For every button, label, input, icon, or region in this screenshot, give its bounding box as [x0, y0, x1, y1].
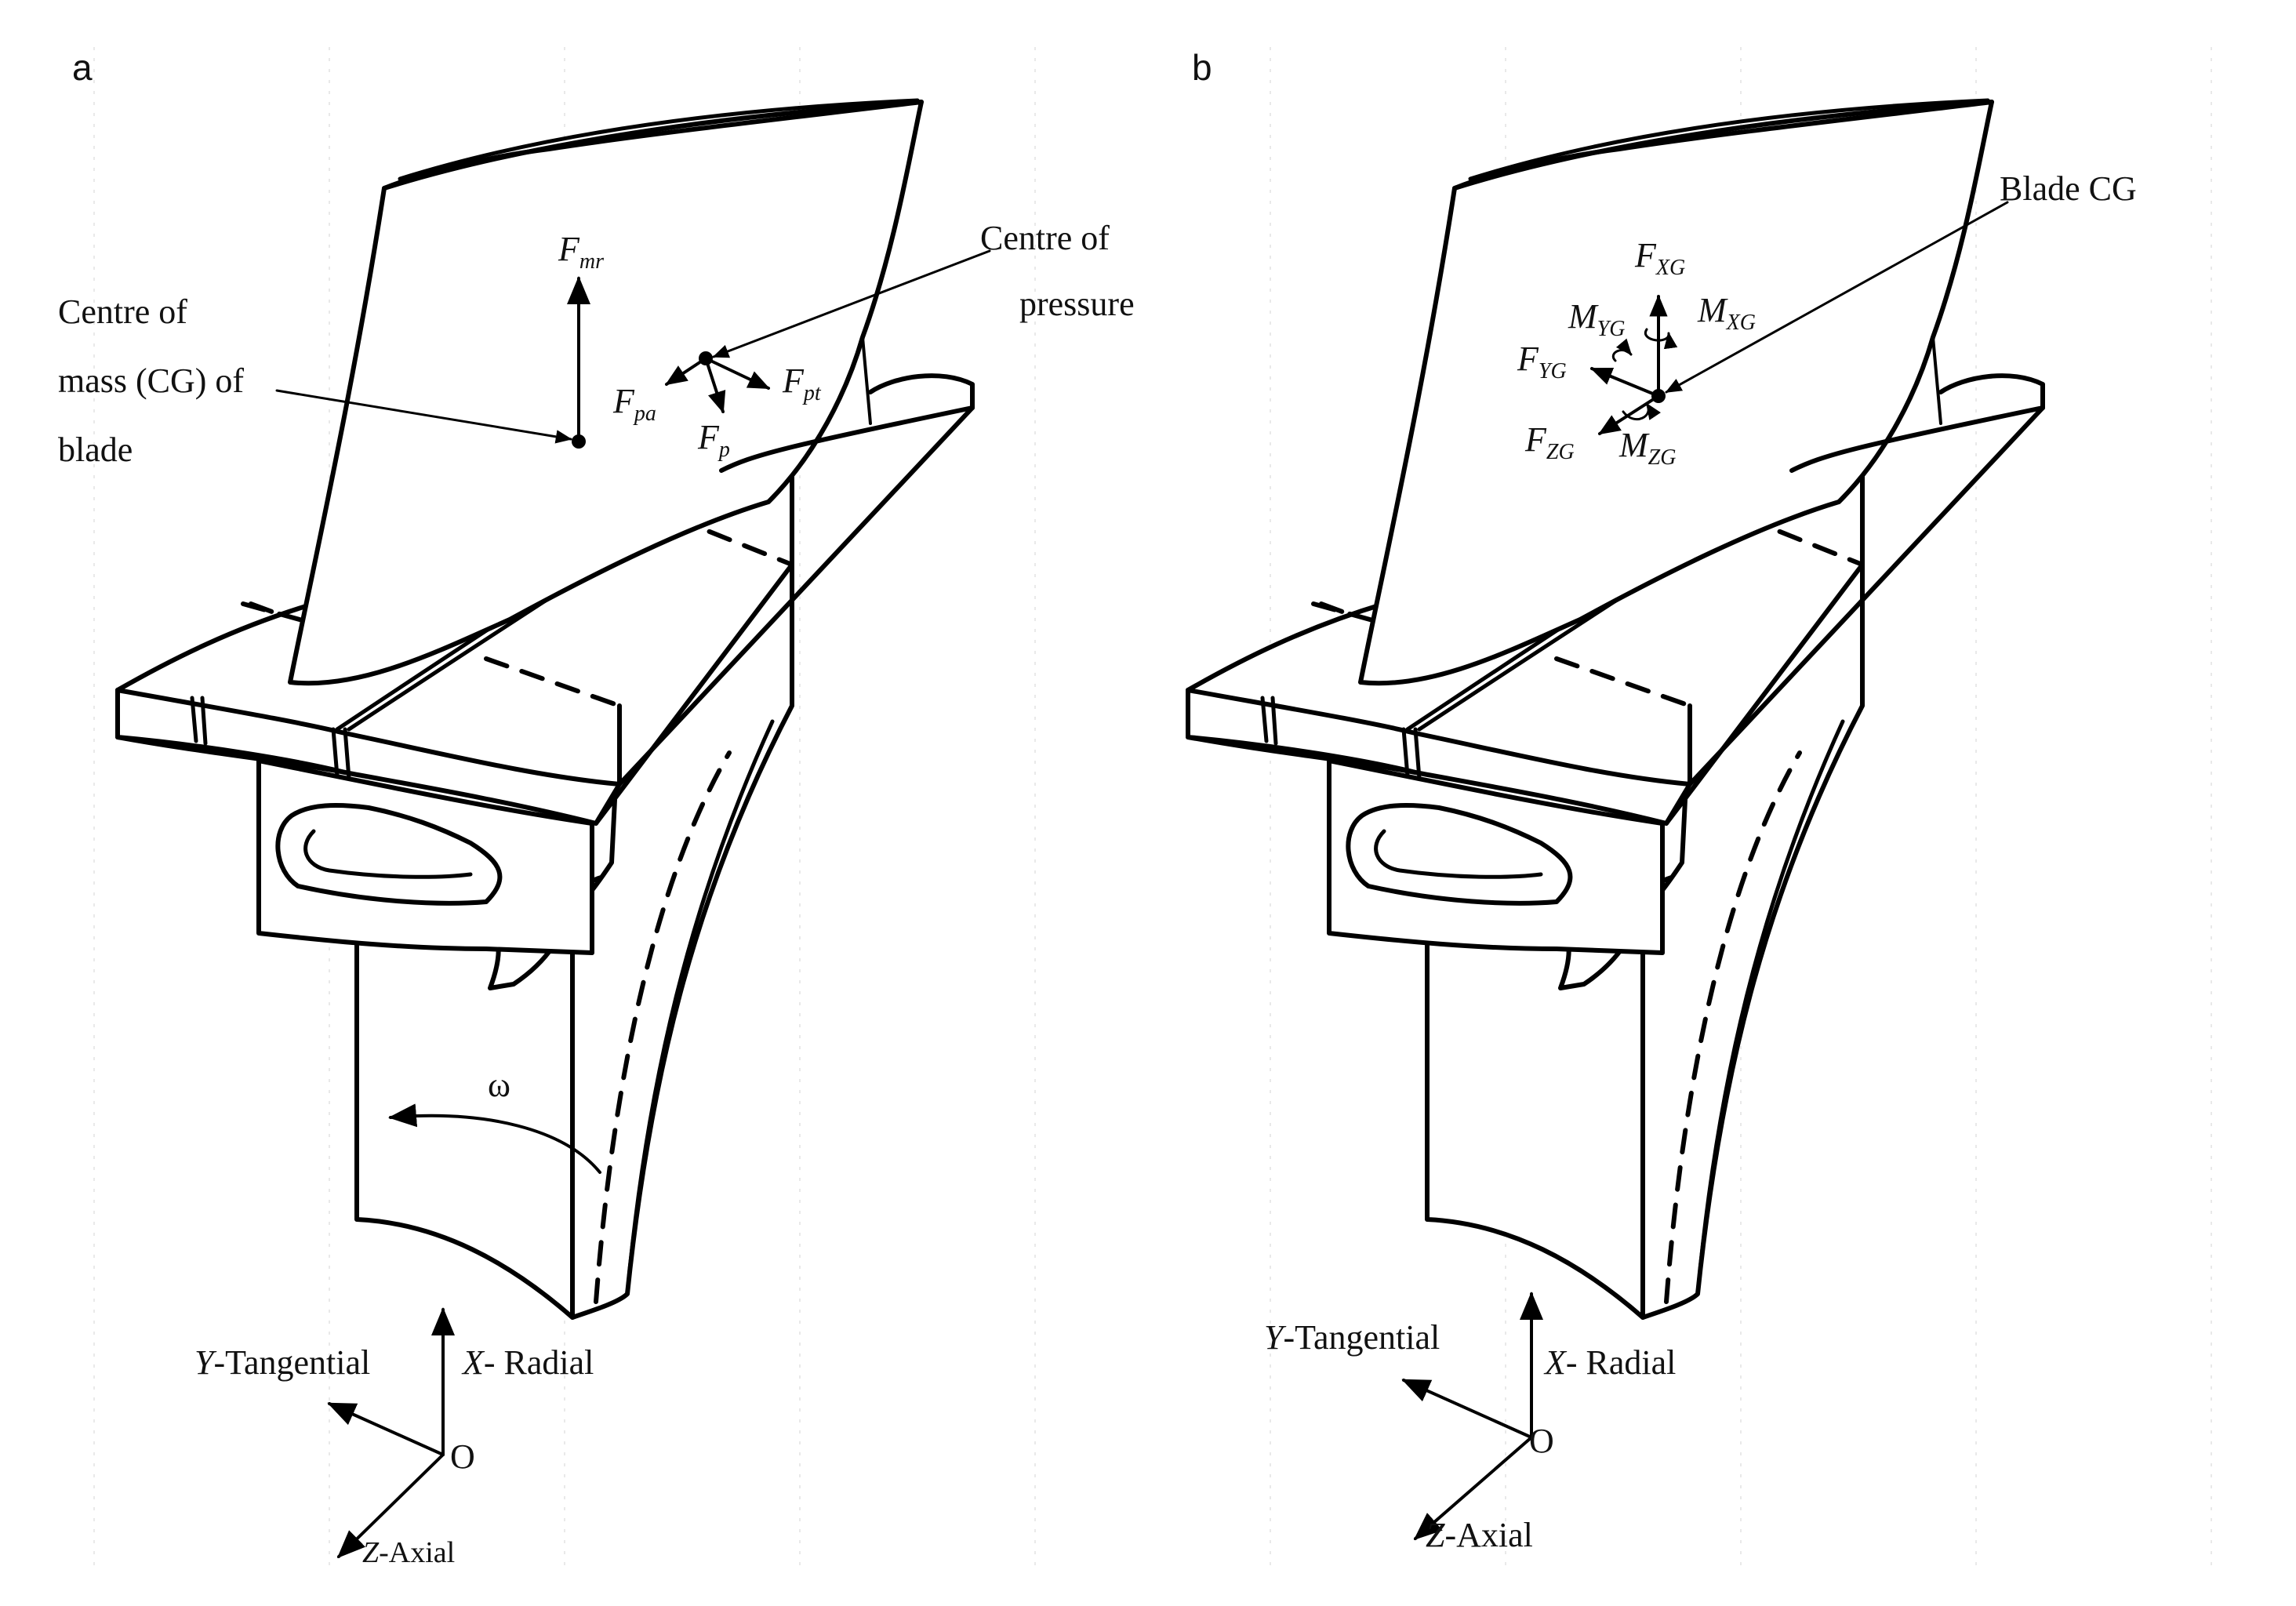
panel-b: b Blade CG FXG MYG MXG FYG FZG MZG Y-Tan… [1188, 47, 2137, 1554]
f-pt-arrow [704, 357, 771, 390]
cg-label-line3: blade [58, 431, 133, 469]
f-p-arrow [704, 357, 726, 414]
cp-label-line1: Centre of [980, 219, 1110, 257]
y-axis-label: Y-Tangential [194, 1343, 370, 1382]
f-p-label: Fp [697, 418, 730, 462]
m-xg-arrow [1644, 328, 1678, 350]
m-xg-label: MXG [1697, 291, 1756, 335]
f-pa-label: Fpa [612, 382, 656, 426]
z-axis-arrow [1413, 1436, 1533, 1540]
y-axis-arrow [1401, 1379, 1533, 1439]
z-axis-label: Z-Axial [1426, 1516, 1533, 1554]
panel-a: a Centre of mass (CG) of blade Fmr Centr… [58, 47, 1135, 1569]
x-axis-label: X- Radial [1543, 1343, 1676, 1382]
z-axis-label: Z-Axial [362, 1536, 455, 1569]
y-axis-arrow [327, 1402, 445, 1456]
panel-letter: a [72, 47, 93, 88]
panel-letter: b [1192, 47, 1212, 88]
blade-cg-label: Blade CG [2000, 169, 2137, 208]
f-pa-arrow [665, 357, 707, 386]
blade-cg-leader-line [1665, 201, 2009, 394]
z-axis-arrow [336, 1453, 445, 1559]
f-zg-arrow [1598, 394, 1660, 435]
m-yg-arrow [1612, 338, 1633, 362]
f-mr-label: Fmr [558, 230, 604, 274]
cp-leader-line [712, 249, 991, 358]
f-pt-label: Fpt [782, 362, 822, 405]
origin-label: O [450, 1437, 475, 1476]
m-yg-label: MYG [1568, 297, 1625, 341]
y-axis-label: Y-Tangential [1264, 1318, 1440, 1357]
cg-label-line2: mass (CG) of [58, 362, 244, 400]
origin-label: O [1529, 1422, 1554, 1460]
f-yg-arrow [1589, 367, 1660, 398]
f-zg-label: FZG [1524, 420, 1575, 464]
cg-label-line1: Centre of [58, 292, 187, 331]
m-zg-label: MZG [1618, 426, 1676, 470]
cp-label-line2: pressure [1019, 285, 1135, 323]
blade-drawing-b [1188, 100, 2043, 1317]
f-yg-label: FYG [1517, 340, 1567, 383]
m-zg-arrow [1622, 402, 1661, 421]
f-xg-label: FXG [1634, 236, 1685, 280]
axes-triad-a: Y-Tangential X- Radial O Z-Axial [194, 1307, 594, 1569]
axes-triad-b: Y-Tangential X- Radial O Z-Axial [1264, 1292, 1676, 1554]
x-axis-label: X- Radial [461, 1343, 594, 1382]
omega-label: ω [488, 1066, 510, 1104]
omega-arrow [388, 1103, 601, 1174]
cg-leader-line [275, 389, 572, 444]
